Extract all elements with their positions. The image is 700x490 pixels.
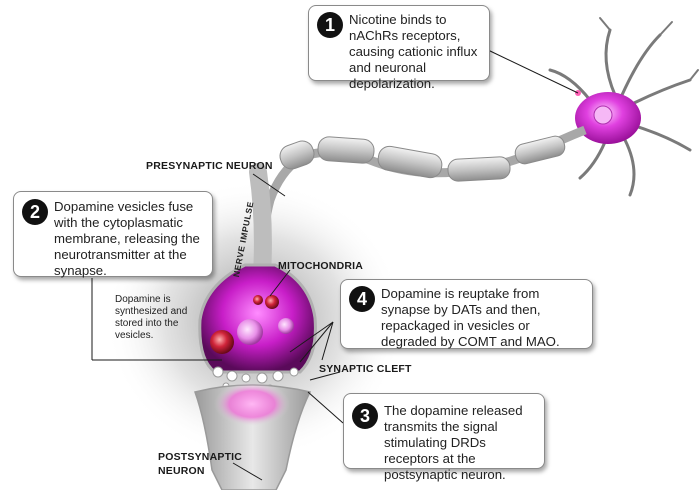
myelin-sheath [279,135,566,182]
postsynaptic-neuron-label: POSTSYNAPTIC NEURON [158,451,243,477]
vesicle-pink-large [237,319,263,345]
callout-text: The dopamine released transmits the sign… [384,403,523,482]
vesicle-red-mid [253,295,263,305]
step-number-badge: 1 [317,12,343,38]
step-number-badge: 2 [22,199,48,225]
callout-step-2: 2 Dopamine vesicles fuse with the cytopl… [13,191,213,278]
soma-nucleus [593,105,613,125]
mitochondria-label: MITOCHONDRIA [278,260,364,272]
callout-text: Nicotine binds to nAChRs receptors, caus… [349,12,478,91]
presynaptic-neuron-label: PRESYNAPTIC NEURON [146,160,273,172]
postsynaptic-glow [214,382,290,426]
step-number-badge: 4 [349,286,375,312]
axon-descending [249,163,272,284]
callout-step-3: 3 The dopamine released transmits the si… [343,393,545,482]
synaptic-cleft-label: SYNAPTIC CLEFT [319,363,412,375]
callout-text: Dopamine is reuptake from synapse by DAT… [381,286,560,349]
vesicle-pink-small [278,318,294,334]
vesicle-red-small [265,295,279,309]
soma-dendrites [548,17,699,197]
callout-step-4: 4 Dopamine is reuptake from synapse by D… [340,279,593,349]
leader-lines [91,49,579,481]
dopamine-synthesis-note: Dopamine is synthesized and stored into … [115,294,188,341]
step-number-badge: 3 [352,403,378,429]
callout-text: Dopamine vesicles fuse with the cytoplas… [54,199,200,278]
callout-step-1: 1 Nicotine binds to nAChRs receptors, ca… [308,5,490,91]
vesicle-red-large [210,330,234,354]
